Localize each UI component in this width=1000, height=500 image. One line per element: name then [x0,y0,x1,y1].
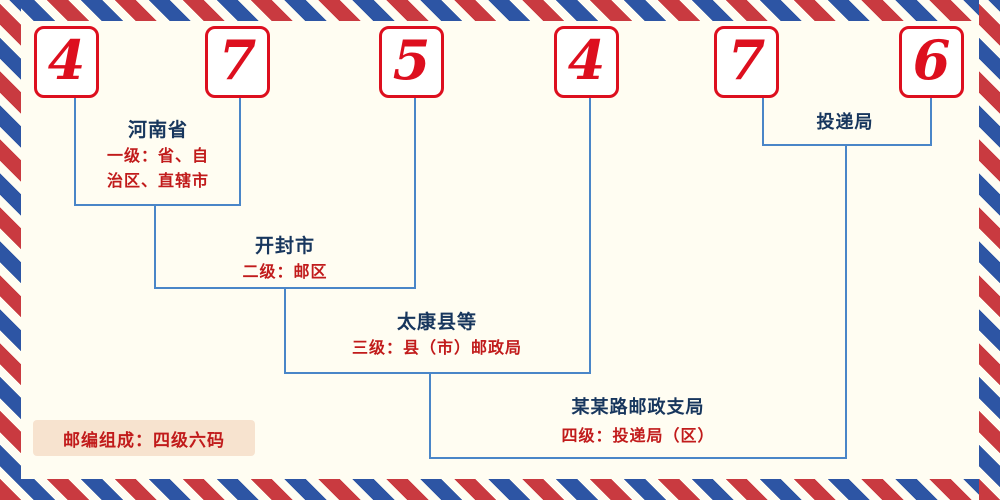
postal-digit-1: 4 [47,28,86,92]
level-4-desc: 四级：投递局（区） [518,424,758,449]
postal-composition-badge: 邮编组成：四级六码 [33,420,255,456]
postal-digit-2: 7 [218,28,257,92]
connector-line [74,98,76,206]
level-2-desc-line-1: 二级：邮区 [242,262,328,281]
connector-line [239,98,241,206]
connector-line [762,98,764,146]
level-3-label: 太康县等 [396,311,477,333]
digit-box-5: 7 [714,26,779,98]
digit-box-3: 5 [379,26,444,98]
level-1-desc: 一级：省、自 治区、直辖市 [58,144,258,194]
connector-line [74,204,241,206]
digit-box-6: 6 [899,26,964,98]
level-4-label: 某某路邮政支局 [571,397,705,418]
level-3-desc-line-1: 三级：县（市）邮政局 [351,338,522,357]
envelope-border-bottom [0,479,1000,500]
connector-line [429,457,847,459]
postal-digit-4: 4 [567,28,606,92]
level-1-desc-line-2: 治区、直辖市 [106,170,209,190]
connector-line [284,372,591,374]
level-4-desc-line-1: 四级：投递局（区） [561,426,715,445]
postal-digit-3: 5 [392,28,431,92]
digit-box-1: 4 [34,26,99,98]
level-2-label: 开封市 [254,235,315,257]
envelope-border-top [0,0,1000,21]
envelope-border-left [0,0,21,500]
level-2-desc: 二级：邮区 [185,260,385,285]
level-3-desc: 三级：县（市）邮政局 [317,336,557,361]
digit-box-4: 4 [554,26,619,98]
postal-digit-6: 6 [912,28,951,92]
connector-line [154,204,156,289]
digit-box-2: 7 [205,26,270,98]
connector-line [414,98,416,289]
connector-line [284,287,286,374]
connector-line [845,144,847,459]
level-1-desc-line-1: 一级：省、自 [106,146,209,165]
connector-line [589,98,591,374]
postal-digit-5: 7 [727,28,766,92]
envelope-border-right [979,0,1000,500]
connector-line [429,372,431,459]
level-5-label: 投递局 [816,112,874,133]
level-1-label: 河南省 [127,119,188,141]
connector-line [762,144,932,146]
connector-line [930,98,932,146]
